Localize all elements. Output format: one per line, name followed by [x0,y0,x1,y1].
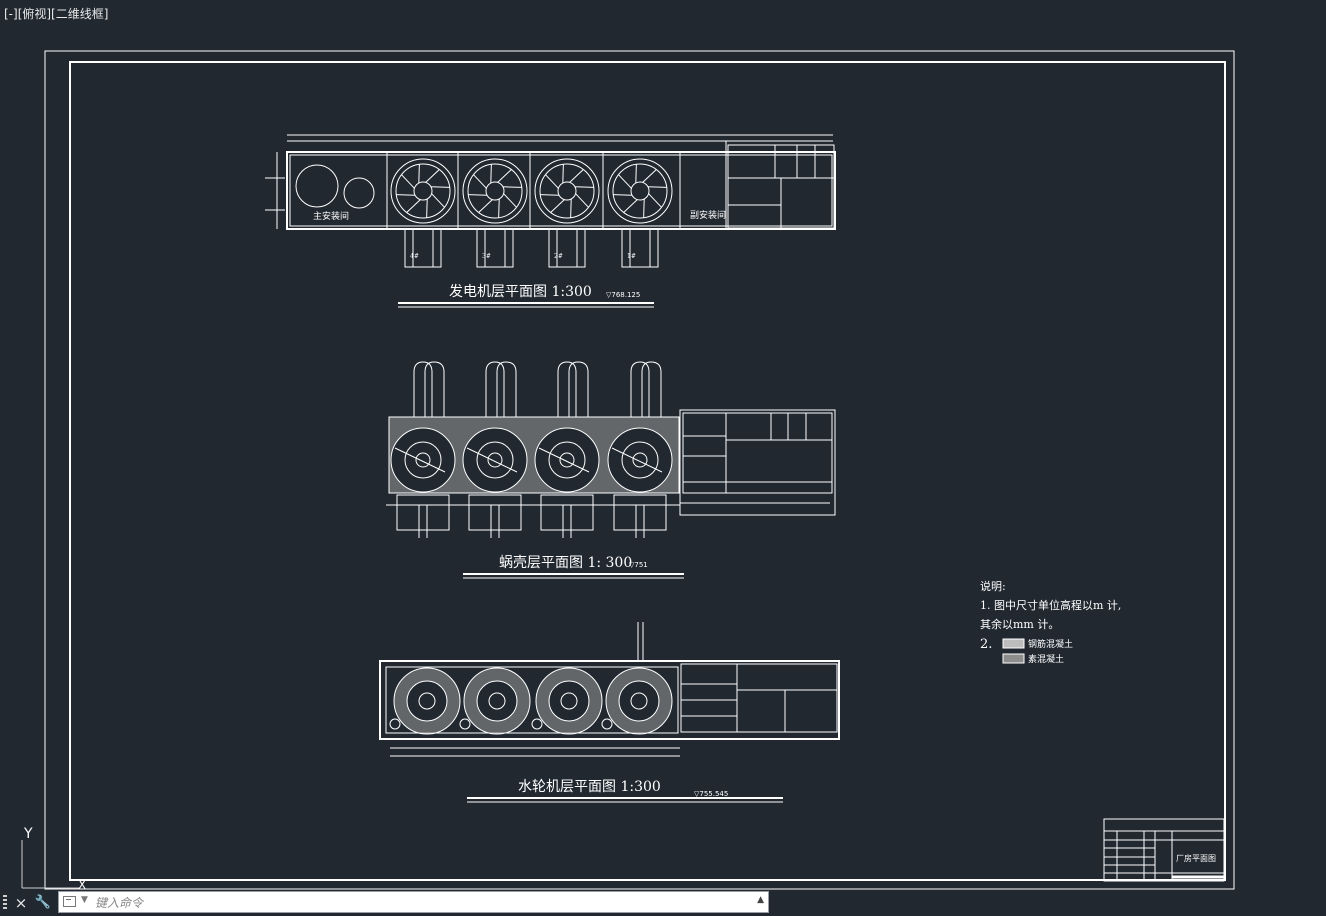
title-block-drawing-name: 厂房平面图 [1176,853,1216,863]
sheet-inner-frame [69,61,1226,881]
wrench-icon[interactable]: 🔧 [34,895,52,910]
gen-unit-label-4: 4# [410,253,419,260]
legend-swatch-reinforced [1002,638,1025,649]
command-line-bar: × 🔧 ▼ ▲ [0,889,770,916]
title-block [1103,818,1225,882]
notes-heading: 说明: [980,579,1006,593]
command-bar-grip[interactable] [3,895,7,911]
generator-floor-plan [265,134,836,308]
scroll-plan-elevation: ▽751 [629,561,648,569]
legend-label-reinforced: 钢筋混凝土 [1028,638,1073,650]
turbine-floor-plan [379,622,840,803]
legend-label-plain: 素混凝土 [1028,653,1064,665]
generator-plan-elevation: ▽768.125 [606,291,640,299]
gen-aux-bay-label: 副安装间 [690,209,726,221]
ucs-x-label: X [78,878,86,892]
notes-line-1: 1. 图中尺寸单位高程以m 计, [980,598,1121,612]
notes-line-3-num: 2. [980,637,992,652]
notes-line-2: 其余以mm 计。 [980,617,1059,631]
command-input-container[interactable]: ▼ ▲ [58,891,769,913]
command-prompt-icon[interactable] [63,896,76,907]
generator-plan-title: 发电机层平面图 1:300 [449,284,592,300]
ucs-icon [21,840,80,889]
gen-unit-label-2: 2# [554,253,563,260]
chevron-down-icon[interactable]: ▼ [81,895,88,905]
turbine-plan-elevation: ▽755.545 [694,790,728,798]
close-icon[interactable]: × [14,894,28,912]
command-input[interactable] [93,893,747,913]
gen-unit-label-1: 1# [627,253,636,260]
ucs-y-label: Y [23,826,33,842]
sheet-outer-frame [44,50,1235,890]
gen-main-bay-label: 主安装间 [313,210,349,222]
legend-swatch-plain [1002,653,1025,664]
viewport-controls-label[interactable]: [-][俯视][二维线框] [4,7,109,21]
gen-unit-label-3: 3# [482,253,491,260]
turbine-plan-title: 水轮机层平面图 1:300 [518,779,661,795]
scroll-case-floor-plan [386,361,836,579]
scroll-plan-title: 蜗壳层平面图 1: 300 [499,554,632,571]
history-up-icon[interactable]: ▲ [757,895,764,905]
